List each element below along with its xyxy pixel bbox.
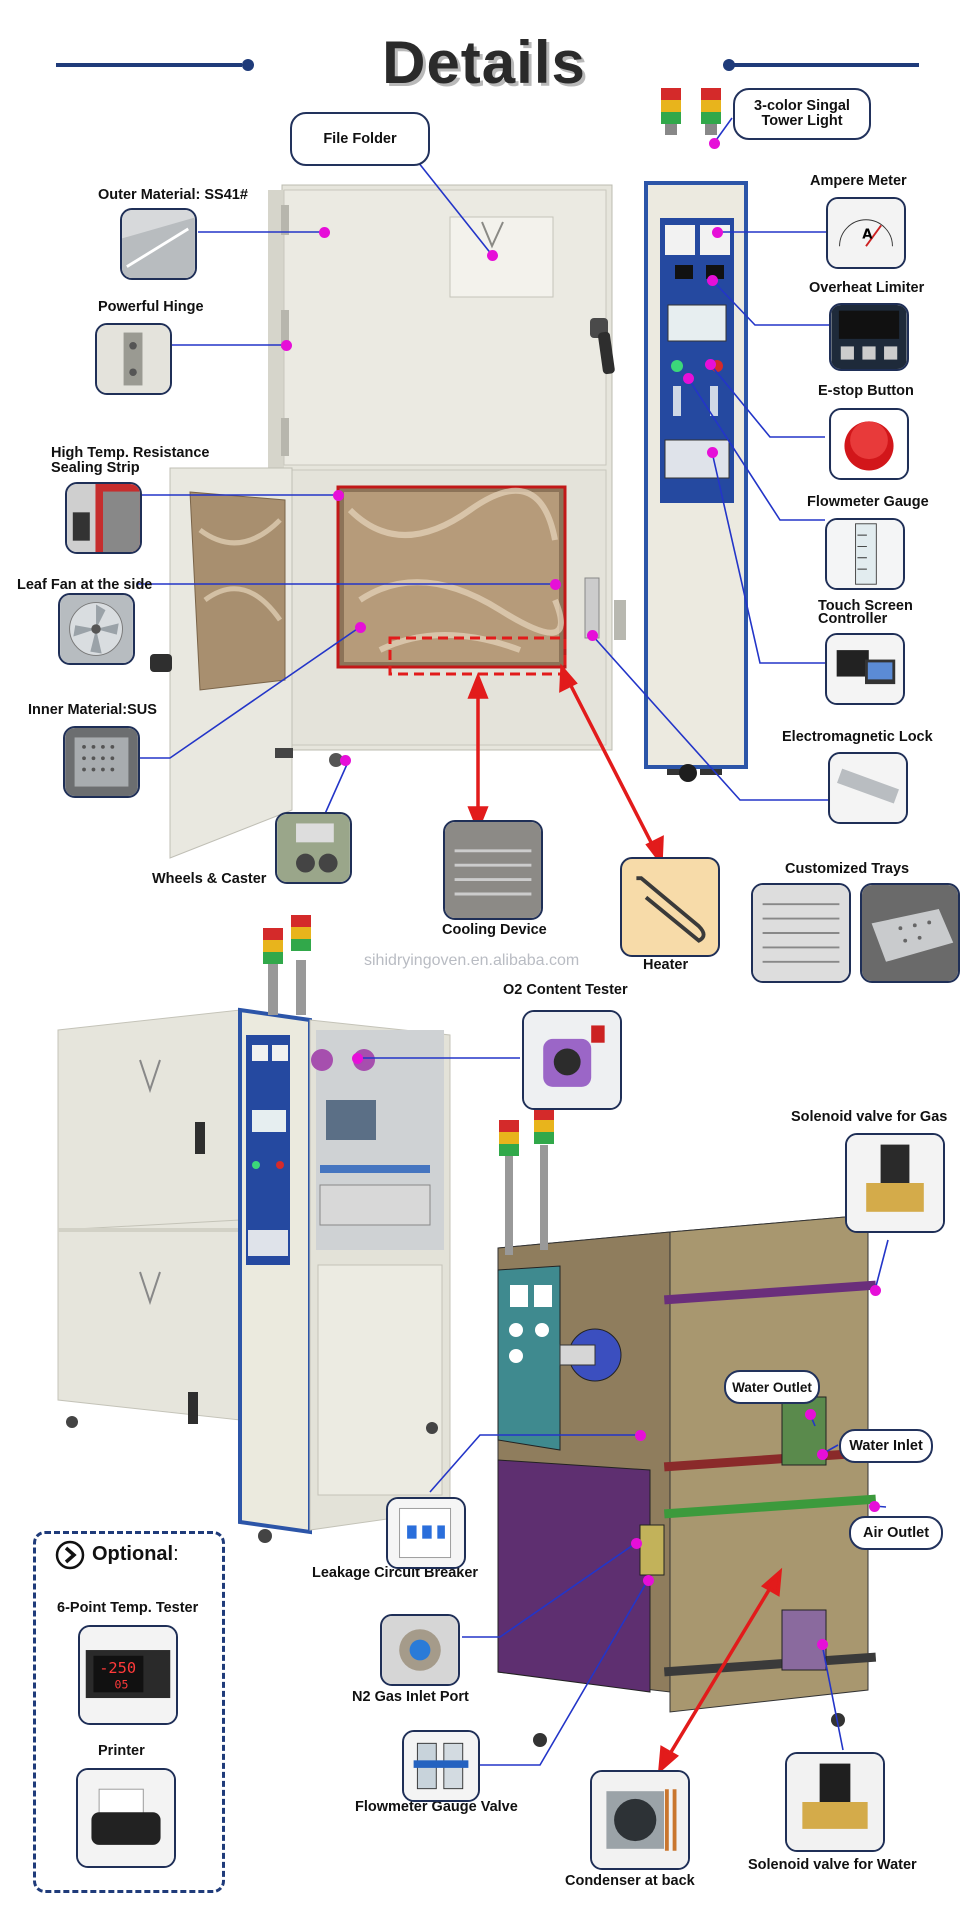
condenser-label: Condenser at back <box>565 1873 695 1889</box>
tray-thumbnail-2 <box>860 883 960 983</box>
leaf-fan-thumbnail <box>58 593 135 665</box>
marker-inner-material <box>355 622 366 633</box>
n2-inlet-thumbnail <box>380 1614 460 1686</box>
flowmeter-gauge-label: Flowmeter Gauge <box>807 494 929 510</box>
marker-overheat-limiter <box>707 275 718 286</box>
marker-wheels <box>340 755 351 766</box>
sealing-strip-label-line1: High Temp. Resistance <box>51 445 210 461</box>
watermark-text: sihidryingoven.en.alibaba.com <box>364 952 580 969</box>
page-title: Details <box>382 29 586 96</box>
printer-thumbnail <box>76 1768 176 1868</box>
file-folder-label: File Folder <box>323 130 397 147</box>
optional-accessories-panel <box>33 1531 225 1893</box>
marker-electromagnetic-lock <box>587 630 598 641</box>
temp-tester-reading-bottom: 05 <box>115 1677 129 1691</box>
optional-heading: Optional: <box>92 1543 179 1566</box>
touch-screen-thumbnail <box>825 633 905 705</box>
callout-air-outlet: Air Outlet <box>849 1516 943 1550</box>
condenser-thumbnail <box>590 1770 690 1870</box>
marker-tower-light <box>709 138 720 149</box>
marker-water-inlet <box>817 1449 828 1460</box>
marker-ampere-meter <box>712 227 723 238</box>
header-line-left <box>56 63 242 67</box>
outer-material-label: Outer Material: SS41# <box>98 187 248 203</box>
marker-sealing-strip <box>333 490 344 501</box>
outer-material-thumbnail <box>120 208 197 280</box>
o2-tester-thumbnail <box>522 1010 622 1110</box>
air-outlet-label: Air Outlet <box>862 1524 930 1541</box>
powerful-hinge-label: Powerful Hinge <box>98 299 204 315</box>
marker-air-outlet <box>869 1501 880 1512</box>
temp-tester-label: 6-Point Temp. Tester <box>57 1600 199 1616</box>
touch-screen-label-line2: Controller <box>818 611 888 627</box>
solenoid-gas-thumbnail <box>845 1133 945 1233</box>
marker-estop <box>705 359 716 370</box>
wheels-caster-label: Wheels & Caster <box>152 871 267 887</box>
callout-water-outlet: Water Outlet <box>724 1370 820 1404</box>
ampere-meter-thumbnail: A <box>826 197 906 269</box>
cooling-device-label: Cooling Device <box>442 922 547 938</box>
callout-file-folder: File Folder <box>290 112 430 166</box>
overheat-limiter-label: Overheat Limiter <box>809 280 925 296</box>
inner-material-label: Inner Material:SUS <box>28 702 157 718</box>
tower-light-label-line2: Tower Light <box>761 113 843 129</box>
inner-material-thumbnail <box>63 726 140 798</box>
temp-tester-reading-top: -250 <box>99 1659 136 1677</box>
o2-tester-label: O2 Content Tester <box>503 982 628 998</box>
estop-button-label: E-stop Button <box>818 383 914 399</box>
flowmeter-valve-thumbnail <box>402 1730 480 1802</box>
marker-o2-tester <box>352 1053 363 1064</box>
ampere-meter-label: Ampere Meter <box>810 173 907 189</box>
header-line-right <box>733 63 919 67</box>
solenoid-water-label: Solenoid valve for Water <box>748 1857 917 1873</box>
heater-thumbnail <box>620 857 720 957</box>
flowmeter-thumbnail <box>825 518 905 590</box>
solenoid-water-thumbnail <box>785 1752 885 1852</box>
tower-light-label-line1: 3-color Singal <box>754 98 850 114</box>
marker-leakage-breaker <box>635 1430 646 1441</box>
marker-flowmeter-valve <box>643 1575 654 1586</box>
wheels-thumbnail <box>275 812 352 884</box>
electromagnetic-lock-thumbnail <box>828 752 908 824</box>
marker-hinge <box>281 340 292 351</box>
marker-water-outlet <box>805 1409 816 1420</box>
marker-outer-material <box>319 227 330 238</box>
marker-solenoid-gas <box>870 1285 881 1296</box>
leakage-breaker-label: Leakage Circuit Breaker <box>312 1565 479 1581</box>
sealing-strip-label-line2: Sealing Strip <box>51 460 140 476</box>
tray-thumbnail-1 <box>751 883 851 983</box>
marker-touch-screen <box>707 447 718 458</box>
leaf-fan-label: Leaf Fan at the side <box>17 577 153 593</box>
chevron-right-circle-icon <box>55 1540 85 1570</box>
solenoid-gas-label: Solenoid valve for Gas <box>791 1109 948 1125</box>
overheat-limiter-thumbnail <box>829 303 909 371</box>
electromagnetic-lock-label: Electromagnetic Lock <box>782 729 933 745</box>
header-dot-right <box>723 59 735 71</box>
hinge-thumbnail <box>95 323 172 395</box>
marker-n2-inlet <box>631 1538 642 1549</box>
marker-file-folder <box>487 250 498 261</box>
n2-inlet-label: N2 Gas Inlet Port <box>352 1689 469 1705</box>
water-outlet-label: Water Outlet <box>732 1379 812 1395</box>
leakage-breaker-thumbnail <box>386 1497 466 1569</box>
touch-screen-label-line1: Touch Screen <box>818 598 913 614</box>
estop-thumbnail <box>829 408 909 480</box>
customized-trays-label: Customized Trays <box>785 861 910 877</box>
printer-label: Printer <box>98 1743 145 1759</box>
marker-solenoid-water <box>817 1639 828 1650</box>
water-inlet-label: Water Inlet <box>849 1437 923 1454</box>
marker-flowmeter <box>683 373 694 384</box>
header-dot-left <box>242 59 254 71</box>
sealing-strip-thumbnail <box>65 482 142 554</box>
ampere-meter-gauge-letter: A <box>862 228 873 243</box>
heater-label: Heater <box>643 957 689 973</box>
marker-leaf-fan <box>550 579 561 590</box>
optional-heading-colon: : <box>173 1543 179 1565</box>
callout-tower-light: 3-color Singal Tower Light <box>733 88 871 140</box>
cooling-device-thumbnail <box>443 820 543 920</box>
optional-heading-text: Optional <box>92 1543 174 1565</box>
callout-water-inlet: Water Inlet <box>839 1429 933 1463</box>
flowmeter-valve-label: Flowmeter Gauge Valve <box>355 1799 518 1815</box>
